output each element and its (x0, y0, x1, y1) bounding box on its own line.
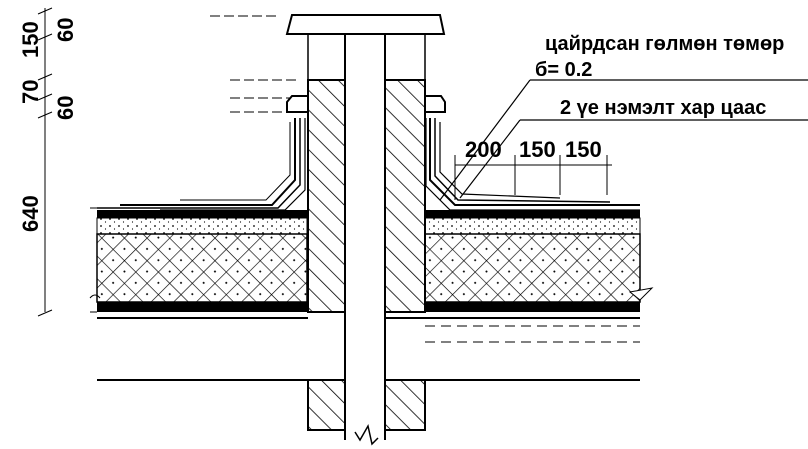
screed-right (424, 217, 641, 235)
break-mark-left (89, 294, 101, 299)
wall-left-upper (307, 79, 346, 313)
leader-lines (439, 79, 808, 201)
screed-left (96, 217, 308, 235)
vapor-barrier-right (425, 302, 640, 312)
wall-right-upper (384, 79, 426, 313)
label-extra-layers: 2 үе нэмэлт хар цаас (560, 97, 766, 119)
pipe-break-mark (354, 423, 379, 446)
pipe-walls (307, 79, 426, 431)
cap-top (285, 14, 446, 35)
flashing-right (425, 118, 640, 211)
dimension-vertical (37, 7, 300, 317)
dim-150-a: 150 (519, 137, 556, 162)
label-steel-sheet: цайрдсан гөлмөн төмөр (545, 33, 784, 55)
membrane-left (97, 210, 307, 218)
roof-layers-right (424, 210, 654, 312)
dim-150-vert: 150 (18, 21, 43, 58)
insulation-left (96, 233, 308, 303)
insulation-right (424, 233, 641, 303)
dim-70-vert: 70 (18, 80, 43, 104)
dim-150-b: 150 (565, 137, 602, 162)
dim-200: 200 (465, 137, 502, 162)
flashing-left (97, 118, 306, 211)
pipe-cap (285, 14, 446, 113)
central-pipe (344, 28, 386, 446)
dim-60-mid: 60 (53, 96, 78, 120)
collar-left (286, 95, 309, 113)
dimension-horizontal (454, 155, 612, 200)
roof-layers-left (89, 210, 308, 312)
vapor-barrier-left (97, 302, 307, 312)
membrane-right (425, 210, 640, 218)
roof-slab (97, 317, 640, 381)
dim-640: 640 (18, 195, 43, 232)
wall-left-lower (307, 379, 346, 431)
collar-right (424, 95, 446, 113)
label-thickness: б= 0.2 (535, 59, 592, 81)
dim-60-top: 60 (53, 18, 78, 42)
wall-right-lower (384, 379, 426, 431)
break-mark-right (628, 287, 654, 301)
